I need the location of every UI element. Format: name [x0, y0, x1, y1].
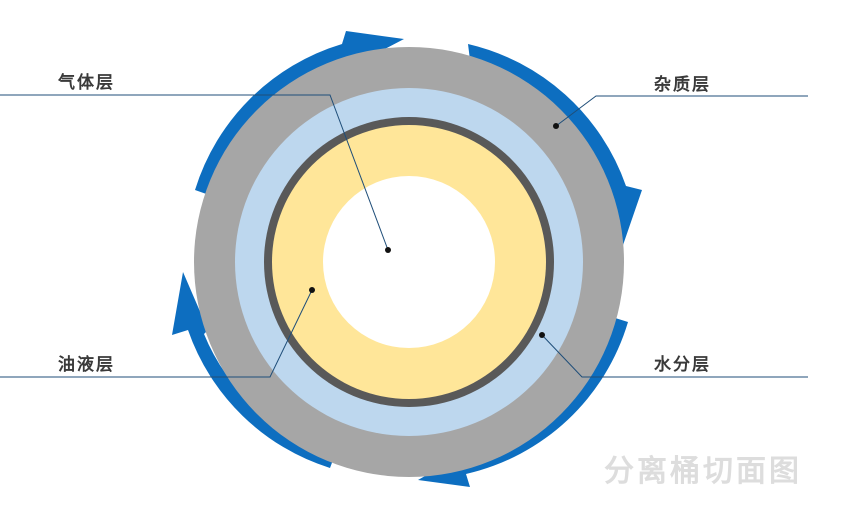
impurity-leader-line: [555, 95, 808, 127]
impurity-leader-dot: [553, 123, 559, 129]
leader-dots: [309, 123, 559, 338]
gas-leader-dot: [385, 247, 391, 253]
water-layer-label: 水分层: [654, 355, 711, 375]
oil-leader-dot: [309, 287, 315, 293]
water-leader-line: [541, 334, 808, 378]
oil-leader-line: [0, 289, 313, 378]
gas-layer: [323, 176, 495, 348]
leader-lines: [0, 94, 808, 378]
impurity-layer-label: 杂质层: [654, 75, 711, 95]
gas-leader-line: [0, 94, 389, 251]
diagram-caption: 分离桶切面图: [604, 454, 802, 489]
tank-layers: [194, 47, 624, 477]
gas-layer-label: 气体层: [58, 73, 115, 93]
oil-layer-label: 油液层: [58, 355, 115, 375]
water-leader-dot: [539, 332, 545, 338]
